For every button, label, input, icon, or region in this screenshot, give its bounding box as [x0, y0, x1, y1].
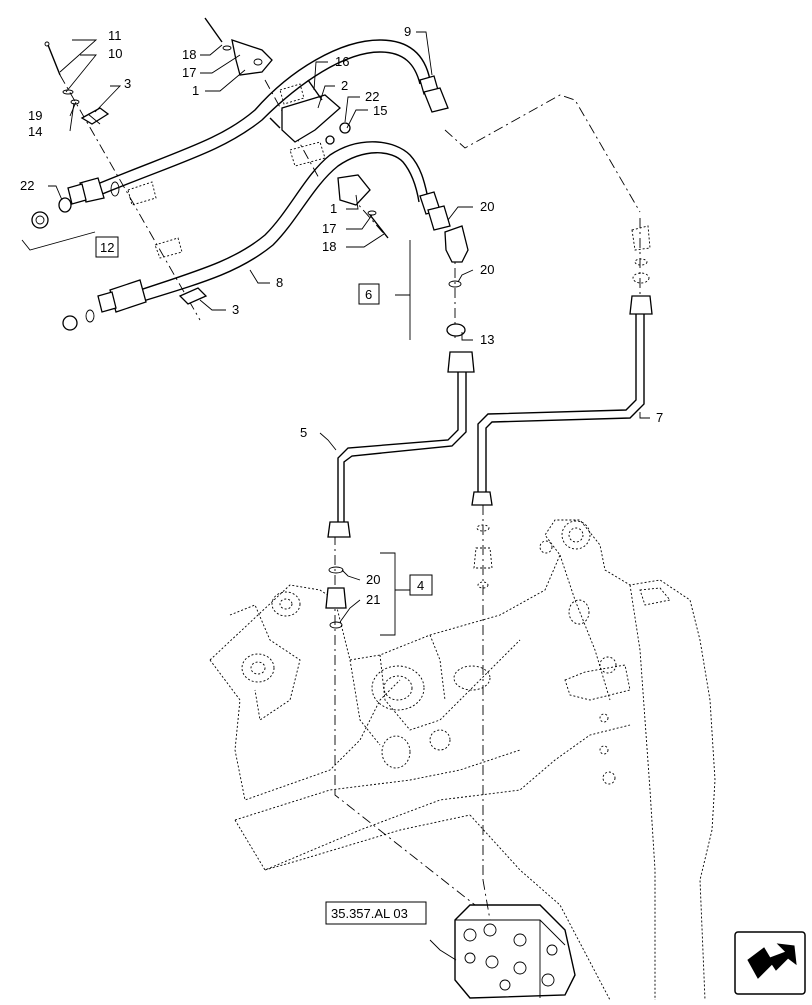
callout-9: 9 [404, 24, 411, 39]
callout-labels: 11 10 3 19 14 18 17 1 9 16 2 22 15 22 1 … [20, 24, 663, 607]
callout-2: 2 [341, 78, 348, 93]
callout-3: 3 [124, 76, 131, 91]
assembly-4: 4 [417, 578, 424, 593]
callout-5: 5 [300, 425, 307, 440]
assembly-6: 6 [365, 287, 372, 302]
hose-8 [97, 141, 451, 313]
callout-17: 17 [182, 65, 196, 80]
callout-18: 18 [182, 47, 196, 62]
centerlines [59, 74, 641, 921]
clamp-hardware [31, 17, 389, 331]
callout-7: 7 [656, 410, 663, 425]
control-valve [454, 904, 576, 999]
callout-21: 21 [366, 592, 380, 607]
leader-lines [21, 31, 650, 961]
next-page-arrow-icon[interactable] [734, 931, 806, 995]
callout-3: 3 [232, 302, 239, 317]
callout-10: 10 [108, 46, 122, 61]
callout-19: 19 [28, 108, 42, 123]
callout-13: 13 [480, 332, 494, 347]
callout-22: 22 [365, 89, 379, 104]
callout-15: 15 [373, 103, 387, 118]
callout-20: 20 [480, 199, 494, 214]
callout-22: 22 [20, 178, 34, 193]
callout-8: 8 [276, 275, 283, 290]
callout-17: 17 [322, 221, 336, 236]
tube-assemblies [325, 225, 653, 629]
callout-20: 20 [366, 572, 380, 587]
callout-18: 18 [322, 239, 336, 254]
callout-11: 11 [108, 28, 122, 43]
callout-1: 1 [192, 83, 199, 98]
callout-20: 20 [480, 262, 494, 277]
callout-16: 16 [335, 54, 349, 69]
assembly-boxes: 12 6 4 35.357.AL 03 [95, 236, 433, 925]
callout-1: 1 [330, 201, 337, 216]
reference-label: 35.357.AL 03 [331, 906, 408, 921]
assembly-12: 12 [100, 240, 114, 255]
hose-9 [67, 39, 449, 205]
callout-14: 14 [28, 124, 42, 139]
loader-boom [209, 519, 716, 1001]
